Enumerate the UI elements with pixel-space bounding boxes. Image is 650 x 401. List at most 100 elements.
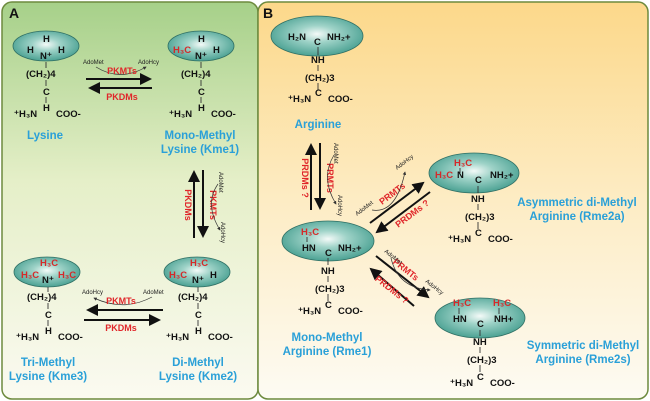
atom-n-plus: N⁺	[42, 275, 54, 286]
reaction-k0-k1: AdoMet AdoHcy PKMTs PKDMs	[83, 60, 159, 102]
group-nh: NH	[321, 266, 335, 277]
methyl-group: H₃C	[301, 227, 319, 238]
atom-c: C	[43, 87, 50, 98]
group-h3n: ⁺H₃N	[16, 332, 39, 343]
atom-c: C	[475, 228, 482, 239]
atom-n: N	[457, 170, 464, 181]
kme1-head-ellipse	[167, 30, 235, 62]
group-nh2-plus: NH₂+	[338, 243, 362, 254]
group-h2n: H₂N	[288, 32, 306, 43]
group-h3n: ⁺H₃N	[450, 378, 473, 389]
atom-c: C	[198, 87, 205, 98]
atom-c: C	[45, 310, 52, 321]
rme2a-name-line1: Asymmetric di-Methyl	[517, 197, 637, 209]
rme2a-molecule: H₃C H₃C N C NH₂+ NH (CH₂)3 C ⁺H₃N COO- A…	[428, 152, 637, 245]
group-nh2-plus: NH₂+	[490, 170, 514, 181]
atom-n-plus: N⁺	[195, 51, 207, 62]
adohcy-label: AdoHcy	[82, 290, 103, 296]
arginine-molecule: H₂N C NH₂+ NH (CH₂)3 C ⁺H₃N COO- Arginin…	[270, 15, 364, 131]
atom-c: C	[325, 300, 332, 311]
group-ch2-3: (CH₂)3	[315, 284, 345, 295]
atom-h: H	[58, 45, 65, 56]
reverse-arrow	[369, 267, 415, 307]
atom-c: C	[195, 310, 202, 321]
reverse-arrow	[375, 191, 431, 234]
rme2s-molecule: H₃C H₃C HN C NH+ NH (CH₂)3 C ⁺H₃N COO- S…	[434, 297, 639, 389]
methyl-group: H₃C	[453, 298, 471, 309]
kme1-name-line2: Lysine (Kme1)	[161, 144, 239, 156]
arginine-head-ellipse	[270, 15, 364, 57]
kme3-name-line2: Lysine (Kme3)	[9, 371, 87, 383]
pkmts-label: PKMTs	[106, 296, 136, 306]
group-nh: NH	[471, 194, 485, 205]
rme2s-name-line1: Symmetric di-Methyl	[527, 340, 639, 352]
adomet-label: AdoMet	[143, 290, 164, 296]
kme2-name-line2: Lysine (Kme2)	[159, 371, 237, 383]
pkmts-label: PKMTs	[107, 66, 137, 76]
atom-c: C	[477, 319, 484, 330]
adohcy-label: AdoHcy	[336, 195, 342, 216]
forward-arrow	[369, 181, 425, 224]
methyl-group: H₃C	[21, 270, 39, 281]
group-nh2-plus: NH₂+	[327, 32, 351, 43]
atom-n-plus: N⁺	[192, 275, 204, 286]
group-h3n: ⁺H₃N	[288, 94, 311, 105]
atom-h: H	[210, 270, 217, 281]
atom-h: H	[43, 103, 50, 114]
pkdms-label: PKDMs	[105, 323, 137, 333]
group-coo: COO-	[488, 234, 513, 245]
reaction-k1-k2: PKDMs PKMTs AdoMet AdoHcy	[183, 170, 225, 243]
atom-n-plus: N⁺	[40, 51, 52, 62]
group-nh: NH	[473, 337, 487, 348]
rme1-molecule: H₃C HN C NH₂+ NH (CH₂)3 C ⁺H₃N COO- Mono…	[281, 220, 375, 358]
methyl-group: H₃C	[190, 258, 208, 269]
atom-h: H	[27, 45, 34, 56]
reaction-r0-r1: PRDMs ? PRMTs AdoMet AdoHcy	[300, 143, 342, 216]
group-h3n: ⁺H₃N	[298, 306, 321, 317]
group-coo: COO-	[56, 109, 81, 120]
reaction-k2-k3: AdoHcy AdoMet PKMTs PKDMs	[82, 290, 164, 333]
rme1-name-line1: Mono-Methyl	[292, 332, 363, 344]
atom-c: C	[314, 37, 321, 48]
lysine-head-ellipse	[12, 30, 80, 62]
atom-h: H	[45, 326, 52, 337]
rme2a-head-ellipse	[428, 152, 520, 194]
group-h3n: ⁺H₃N	[169, 109, 192, 120]
group-hn: HN	[453, 314, 467, 325]
methyl-group: H₃C	[435, 170, 453, 181]
group-nh-plus: NH+	[494, 314, 514, 325]
group-coo: COO-	[490, 378, 515, 389]
group-hn: HN	[302, 243, 316, 254]
group-coo: COO-	[208, 332, 233, 343]
rme1-name-line2: Arginine (Rme1)	[283, 346, 372, 358]
panel-b-label: B	[263, 5, 273, 21]
kme3-name-line1: Tri-Methyl	[21, 357, 75, 369]
atom-c: C	[315, 88, 322, 99]
kme2-molecule: H₃C H₃C H N⁺ (CH₂)4 C H ⁺H₃N COO- Di-Met…	[159, 256, 237, 383]
pkdms-label: PKDMs	[106, 92, 138, 102]
group-ch2-4: (CH₂)4	[178, 292, 208, 303]
kme3-molecule: H₃C H₃C H₃C N⁺ (CH₂)4 C H ⁺H₃N COO- Tri-…	[9, 256, 87, 383]
pkmts-label: PKMTs	[208, 190, 218, 220]
pkdms-label: PKDMs	[183, 189, 193, 221]
panel-a-label: A	[9, 5, 19, 21]
group-ch2-4: (CH₂)4	[27, 292, 57, 303]
group-coo: COO-	[58, 332, 83, 343]
atom-c: C	[325, 248, 332, 259]
group-h3n: ⁺H₃N	[448, 234, 471, 245]
rme2s-head-ellipse	[434, 297, 526, 339]
panel-b-background	[257, 1, 649, 400]
atom-c: C	[477, 372, 484, 383]
methyl-group: H₃C	[173, 45, 191, 56]
methyl-group: H₃C	[493, 298, 511, 309]
kme1-molecule: H H₃C H N⁺ (CH₂)4 C H ⁺H₃N COO- Mono-Met…	[161, 30, 239, 156]
group-ch2-4: (CH₂)4	[26, 69, 56, 80]
atom-c: C	[475, 175, 482, 186]
lysine-name: Lysine	[27, 130, 63, 142]
rme2s-name-line2: Arginine (Rme2s)	[535, 354, 630, 366]
adomet-label: AdoMet	[217, 172, 223, 193]
group-h3n: ⁺H₃N	[166, 332, 189, 343]
group-ch2-3: (CH₂)3	[465, 212, 495, 223]
lysine-molecule: H H H N⁺ (CH₂)4 C H ⁺H₃N COO- Lysine	[12, 30, 81, 142]
